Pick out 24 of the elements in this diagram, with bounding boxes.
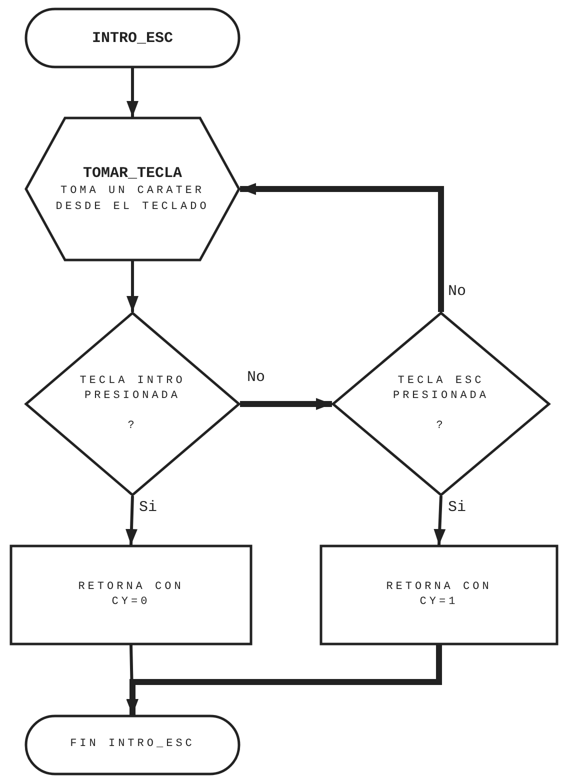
node-title: TECLA INTRO PRESIONADA xyxy=(78,374,186,404)
terminal-shape xyxy=(25,8,240,68)
decision-diamond xyxy=(25,312,240,496)
node-text: TOMA UN CARATER DESDE EL TECLADO xyxy=(54,184,210,214)
arrow xyxy=(240,183,444,312)
arrow xyxy=(126,68,138,117)
arrow xyxy=(434,496,446,546)
node-text: ? xyxy=(436,418,446,434)
node-title: INTRO_ESC xyxy=(92,28,173,48)
node-title: RETORNA CON CY=0 xyxy=(77,580,185,610)
node-title: RETORNA CON CY=1 xyxy=(385,580,493,610)
node-text: ? xyxy=(128,418,138,434)
arrow xyxy=(126,261,138,312)
preparation-hexagon xyxy=(25,117,240,261)
process-box xyxy=(320,545,558,645)
decision-diamond xyxy=(332,312,550,496)
process-box xyxy=(10,545,252,645)
node-title: TOMAR_TECLA xyxy=(82,164,182,184)
arrow xyxy=(126,645,442,715)
node-title: TECLA ESC PRESIONADA xyxy=(392,374,490,404)
arrow xyxy=(126,496,138,546)
arrow xyxy=(240,398,332,410)
node-title: FIN INTRO_ESC xyxy=(70,737,195,752)
terminal-shape xyxy=(25,715,240,775)
